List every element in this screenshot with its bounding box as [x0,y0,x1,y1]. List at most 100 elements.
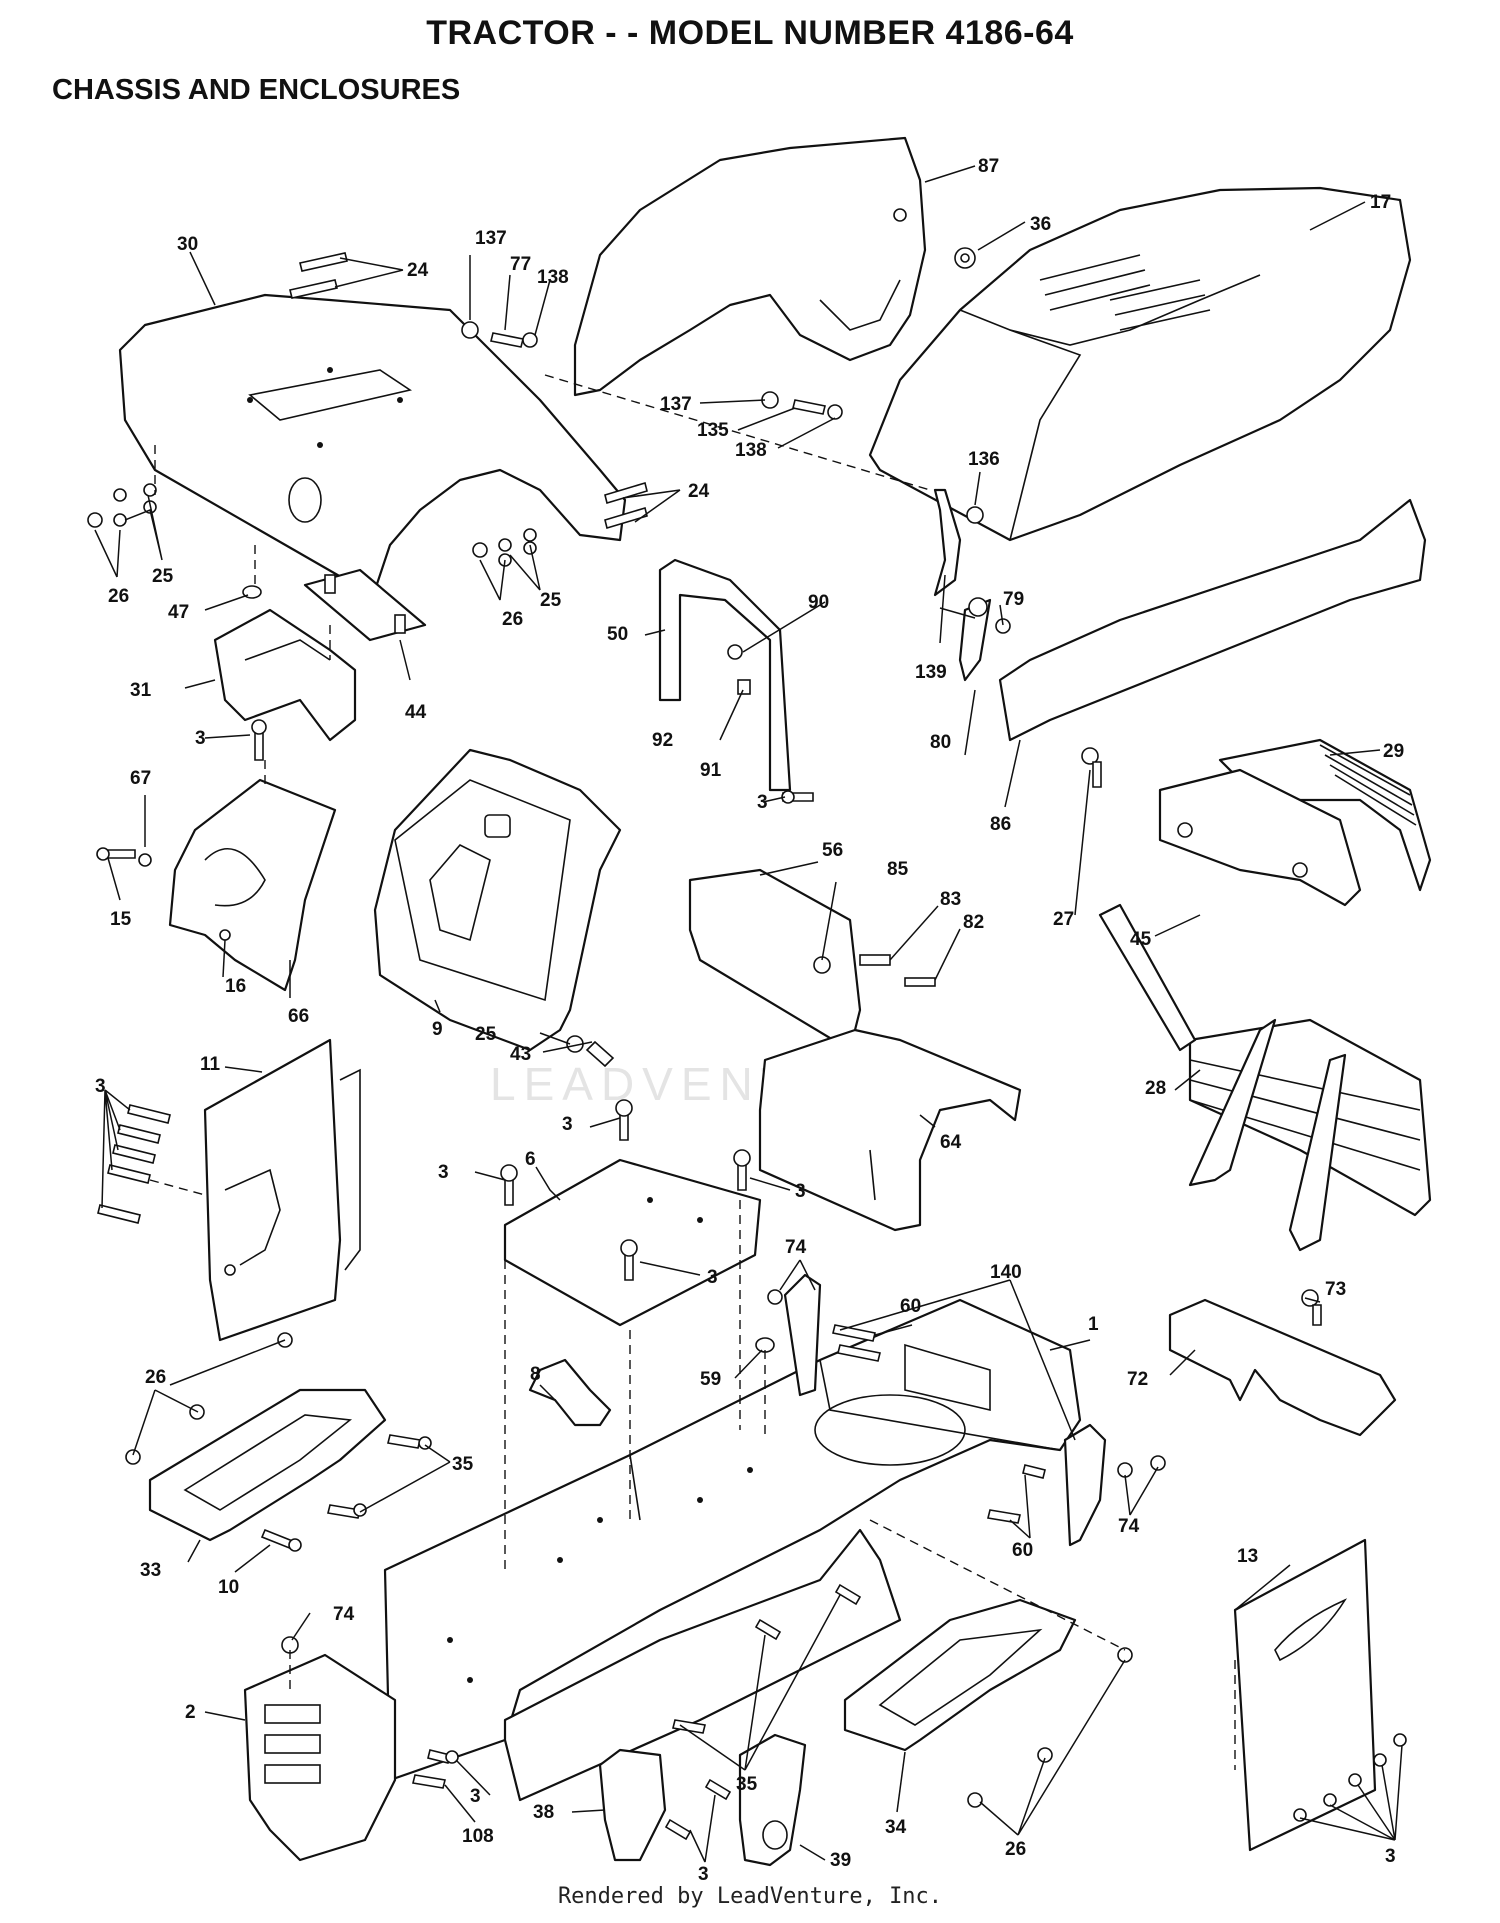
callout-74: 74 [333,1604,355,1625]
callout-60: 60 [900,1296,921,1317]
callout-74: 74 [785,1237,807,1258]
callout-47: 47 [168,602,189,623]
callout-138: 138 [735,440,767,461]
callout-24: 24 [407,260,429,281]
part-9-console [373,748,622,1052]
part-50-support-bracket [658,558,792,792]
callout-25: 25 [152,566,174,587]
part-139-link [933,488,962,597]
callout-26: 26 [1005,1839,1026,1860]
callout-67: 67 [130,768,151,789]
callout-2: 2 [185,1702,196,1723]
callout-3: 3 [698,1864,709,1880]
callout-25: 25 [540,590,562,611]
callout-13: 13 [1237,1546,1258,1567]
callout-3: 3 [470,1786,481,1807]
callout-34: 34 [885,1817,907,1838]
callout-90: 90 [808,592,829,613]
callout-24: 24 [688,481,710,502]
callout-85: 85 [887,859,909,880]
callout-35: 35 [452,1454,474,1475]
callout-45: 45 [1130,929,1152,950]
part-86-grille-trim [998,498,1427,742]
callout-138: 138 [537,267,569,288]
callout-26: 26 [502,609,523,630]
part-59-spacer [755,1337,775,1353]
part-140-bracket-rear [783,1273,822,1397]
callout-labels: 87 17 36 30 24 137 77 138 137 135 138 13… [95,156,1404,1880]
part-2-front-plate [243,1653,397,1862]
callout-31: 31 [130,680,152,701]
part-28-bumper [1098,903,1432,1252]
callout-64: 64 [940,1132,962,1153]
callout-26: 26 [108,586,129,607]
callout-43: 43 [510,1044,531,1065]
callout-56: 56 [822,840,843,861]
callout-139: 139 [915,662,947,683]
callout-25: 25 [475,1024,497,1045]
callout-17: 17 [1370,192,1391,213]
callout-3: 3 [795,1181,806,1202]
part-8-clip [528,1358,612,1427]
part-56-bracket [688,868,936,1052]
callout-44: 44 [405,702,427,723]
part-36-knob [954,247,976,269]
callout-60: 60 [1012,1540,1033,1561]
callout-11: 11 [200,1054,221,1075]
callout-3: 3 [707,1267,718,1288]
callout-73: 73 [1325,1279,1346,1300]
callout-86: 86 [990,814,1011,835]
part-140-bracket-front [1063,1423,1107,1547]
callout-15: 15 [110,909,132,930]
callout-140: 140 [990,1262,1022,1283]
callout-59: 59 [700,1369,721,1390]
callout-137: 137 [660,394,692,415]
callout-3: 3 [438,1162,449,1183]
callout-29: 29 [1383,741,1404,762]
part-11-side-plate [203,1038,361,1342]
callout-74: 74 [1118,1516,1140,1537]
exploded-parts-diagram: LEADVENTURE [87,136,1432,1880]
part-31-bracket [213,608,357,742]
callout-3: 3 [195,728,206,749]
callout-3: 3 [1385,1846,1396,1867]
callout-92: 92 [652,730,673,751]
callout-leader-lines [94,165,1403,1863]
callout-26: 26 [145,1367,166,1388]
part-38-bracket [598,1748,667,1862]
assembly-guide-lines [149,374,1236,1770]
callout-80: 80 [930,732,951,753]
callout-77: 77 [510,254,531,275]
part-30-fender [118,293,627,592]
part-34-footrest [843,1598,1077,1752]
callout-16: 16 [225,976,246,997]
part-66-cover [168,778,337,992]
callout-1: 1 [1088,1314,1099,1335]
section-title: CHASSIS AND ENCLOSURES [52,74,461,106]
callout-28: 28 [1145,1078,1166,1099]
part-64-support [758,1028,1022,1232]
page-title: TRACTOR - - MODEL NUMBER 4186-64 [426,14,1074,52]
callout-136: 136 [968,449,1000,470]
callout-38: 38 [533,1802,554,1823]
callout-39: 39 [830,1850,851,1871]
callout-35: 35 [736,1774,758,1795]
callout-27: 27 [1053,909,1074,930]
callout-87: 87 [978,156,999,177]
part-80-lever [958,597,992,682]
callout-83: 83 [940,889,961,910]
callout-66: 66 [288,1006,309,1027]
callout-33: 33 [140,1560,161,1581]
part-33-footrest [148,1388,387,1542]
callout-3: 3 [95,1076,106,1097]
footer-credit: Rendered by LeadVenture, Inc. [557,1884,943,1909]
part-1-main-frame [383,1298,1082,1802]
callout-79: 79 [1003,589,1024,610]
callout-72: 72 [1127,1369,1148,1390]
part-17-hood [868,186,1412,542]
callout-36: 36 [1030,214,1051,235]
callout-9: 9 [432,1019,443,1040]
part-87-side-panel [573,136,927,397]
part-44-plate [303,568,427,642]
callout-135: 135 [697,420,729,441]
